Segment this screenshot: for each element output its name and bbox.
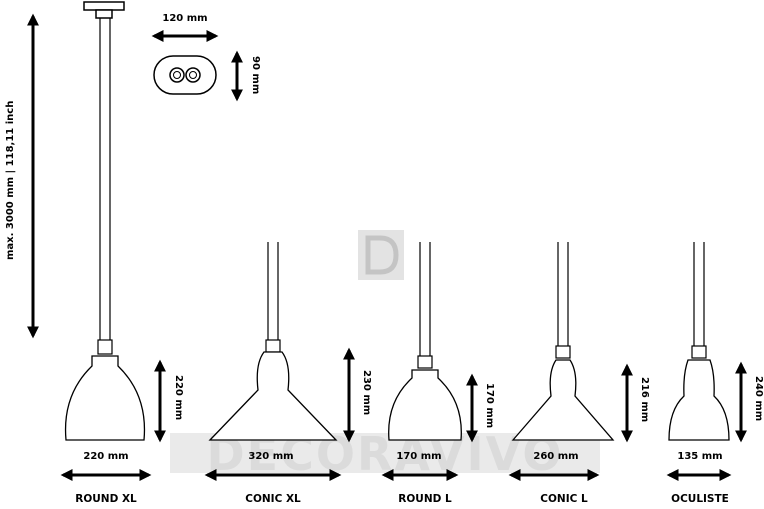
round-xl-height-label: 220 mm	[173, 375, 184, 420]
oculiste-width-label: 135 mm	[677, 451, 722, 462]
conic-l-name: CONIC L	[540, 493, 588, 505]
conic-xl-width-label: 320 mm	[248, 451, 293, 462]
watermark-logo	[358, 230, 404, 280]
round-l-width-label: 170 mm	[396, 451, 441, 462]
round-l-name: ROUND L	[398, 493, 452, 505]
watermark: DECORAVIVO	[170, 230, 600, 481]
total-height-dimension: max. 3000 mm | 118,11 inch	[5, 13, 39, 339]
oculiste-name: OCULISTE	[671, 493, 729, 505]
lamp-conic-xl: 230 mm 320 mm CONIC XL	[204, 242, 372, 505]
conic-xl-name: CONIC XL	[245, 493, 301, 505]
round-xl-name: ROUND XL	[75, 493, 137, 505]
canopy-diagram: 120 mm 90 mm	[151, 13, 261, 102]
conic-l-width-label: 260 mm	[533, 451, 578, 462]
canopy-height-label: 90 mm	[250, 56, 261, 94]
conic-xl-height-label: 230 mm	[361, 370, 372, 415]
conic-l-height-label: 216 mm	[639, 377, 650, 422]
oculiste-height-label: 240 mm	[753, 376, 764, 421]
lamp-round-l: 170 mm 170 mm ROUND L	[381, 242, 495, 505]
round-l-height-label: 170 mm	[484, 383, 495, 428]
total-height-label: max. 3000 mm | 118,11 inch	[5, 101, 16, 260]
lamp-oculiste: 240 mm 135 mm OCULISTE	[666, 242, 764, 505]
round-xl-width-label: 220 mm	[83, 451, 128, 462]
lamp-round-xl: 220 mm 220 mm ROUND XL	[60, 1, 184, 505]
lamp-conic-l: 216 mm 260 mm CONIC L	[508, 242, 650, 505]
canopy-width-label: 120 mm	[162, 13, 207, 24]
